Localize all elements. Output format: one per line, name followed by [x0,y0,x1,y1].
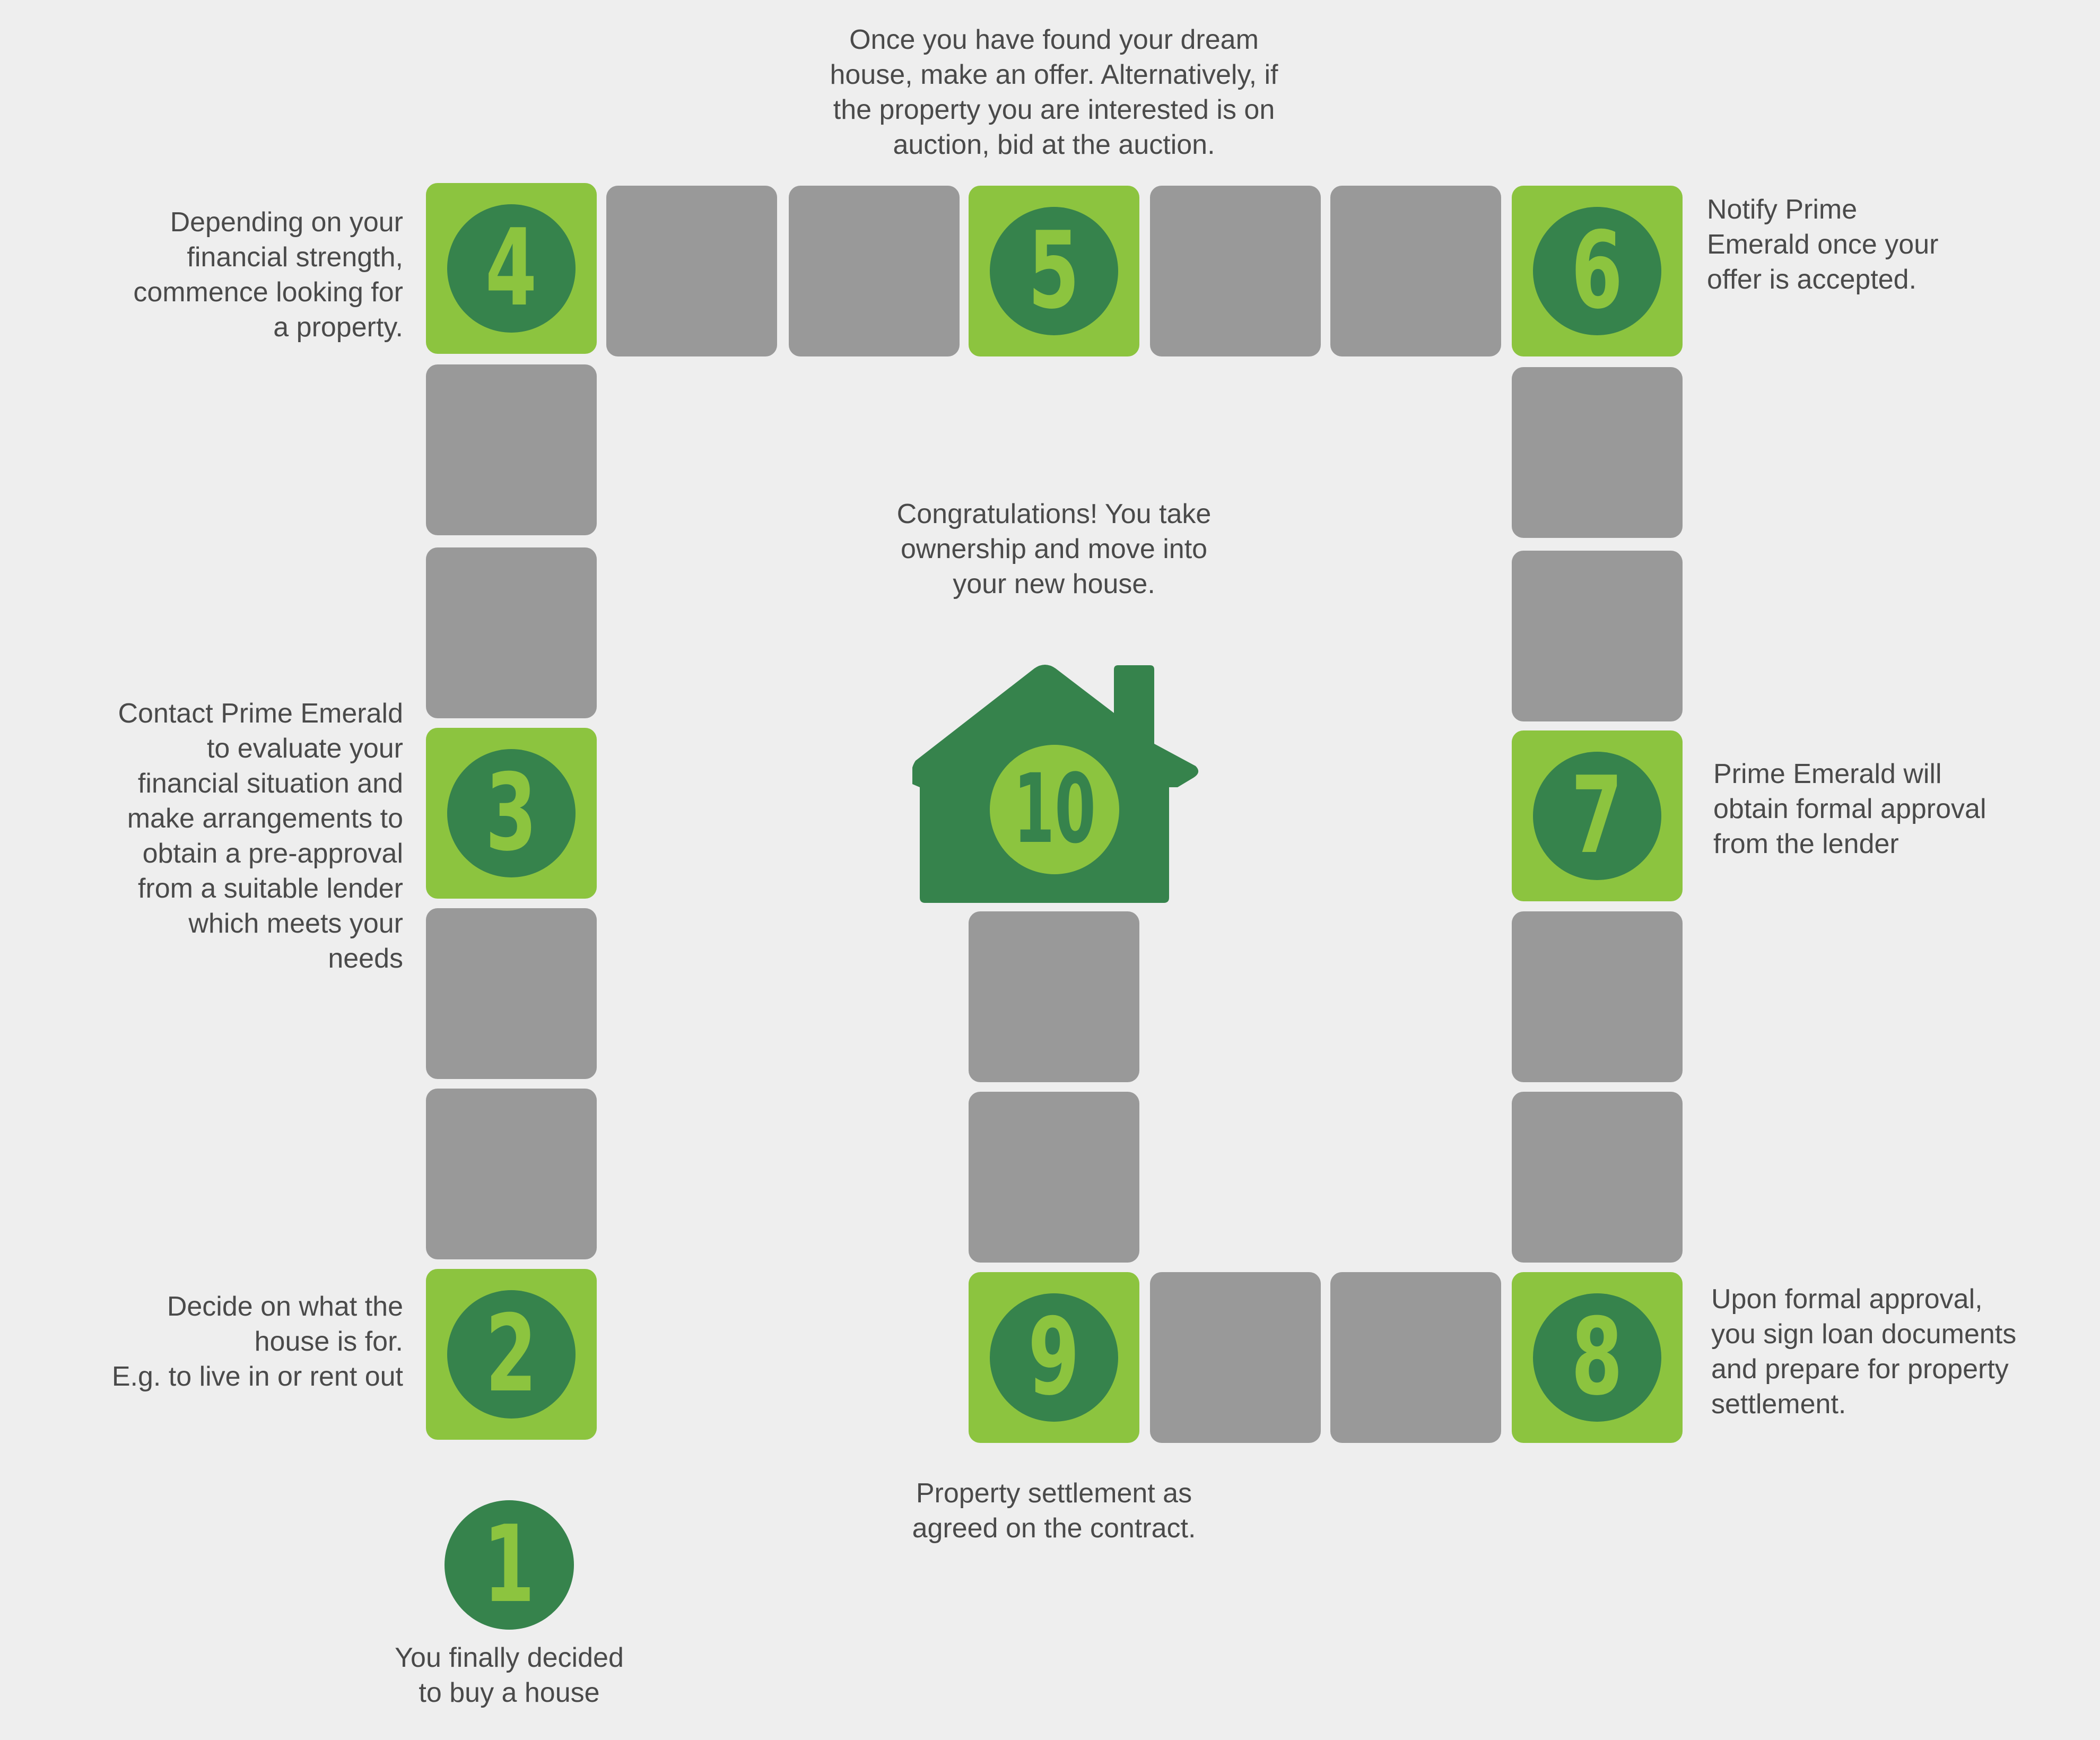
step-8-label: Upon formal approval, you sign loan docu… [1711,1284,2017,1420]
step-6-disc: 6 [1533,207,1661,335]
path-tile [426,1089,597,1259]
step-8-number: 8 [1571,1295,1623,1419]
step-10-disc: 10 [990,745,1119,874]
step-6-tile: 6 [1512,186,1683,356]
path-tile [1512,551,1683,721]
path-tile [1512,911,1683,1082]
step-5-number: 5 [1028,209,1080,333]
step-10-label: Congratulations! You take ownership and … [896,499,1212,599]
step-2-label: Decide on what the house is for. E.g. to… [111,1291,403,1392]
step-2-number: 2 [485,1292,537,1416]
step-6-label: Notify Prime Emerald once your offer is … [1707,194,1939,295]
step-5-label: Once you have found your dream house, ma… [830,24,1278,160]
path-tile [426,908,597,1079]
step-1-number: 1 [483,1503,535,1626]
path-tile [969,1092,1139,1263]
step-3-disc: 3 [447,749,576,877]
step-7-number: 7 [1571,754,1623,877]
step-3-label: Contact Prime Emerald to evaluate your f… [118,698,403,974]
step-4-disc: 4 [447,204,576,333]
path-tile [1330,186,1501,356]
step-2-disc: 2 [447,1290,576,1419]
step-9-disc: 9 [990,1293,1118,1422]
step-5-disc: 5 [990,207,1118,335]
step-4-number: 4 [485,206,537,330]
step-3-tile: 3 [426,728,597,899]
step-9-label: Property settlement as agreed on the con… [912,1478,1196,1544]
step-7-tile: 7 [1512,730,1683,901]
step-9-tile: 9 [969,1272,1139,1443]
step-10-number: 10 [1013,754,1096,865]
step-4-tile: 4 [426,183,597,354]
step-7-disc: 7 [1533,752,1661,880]
step-8-tile: 8 [1512,1272,1683,1443]
step-8-disc: 8 [1533,1293,1661,1422]
path-tile [606,186,777,356]
step-1-label: You finally decided to buy a house [395,1642,624,1708]
step-7-label: Prime Emerald will obtain formal approva… [1713,759,1986,859]
path-tile [789,186,960,356]
step-3-number: 3 [485,751,537,875]
path-tile [1150,186,1321,356]
step-1-disc: 1 [445,1500,574,1630]
step-5-tile: 5 [969,186,1139,356]
step-2-tile: 2 [426,1269,597,1440]
path-tile [969,911,1139,1082]
path-tile [1512,1092,1683,1263]
path-tile [1150,1272,1321,1443]
path-tile [1330,1272,1501,1443]
path-tile [426,547,597,718]
step-6-number: 6 [1571,209,1623,333]
step-4-label: Depending on your financial strength, co… [133,207,403,343]
step-9-number: 9 [1028,1295,1080,1419]
path-tile [426,364,597,535]
path-tile [1512,367,1683,538]
